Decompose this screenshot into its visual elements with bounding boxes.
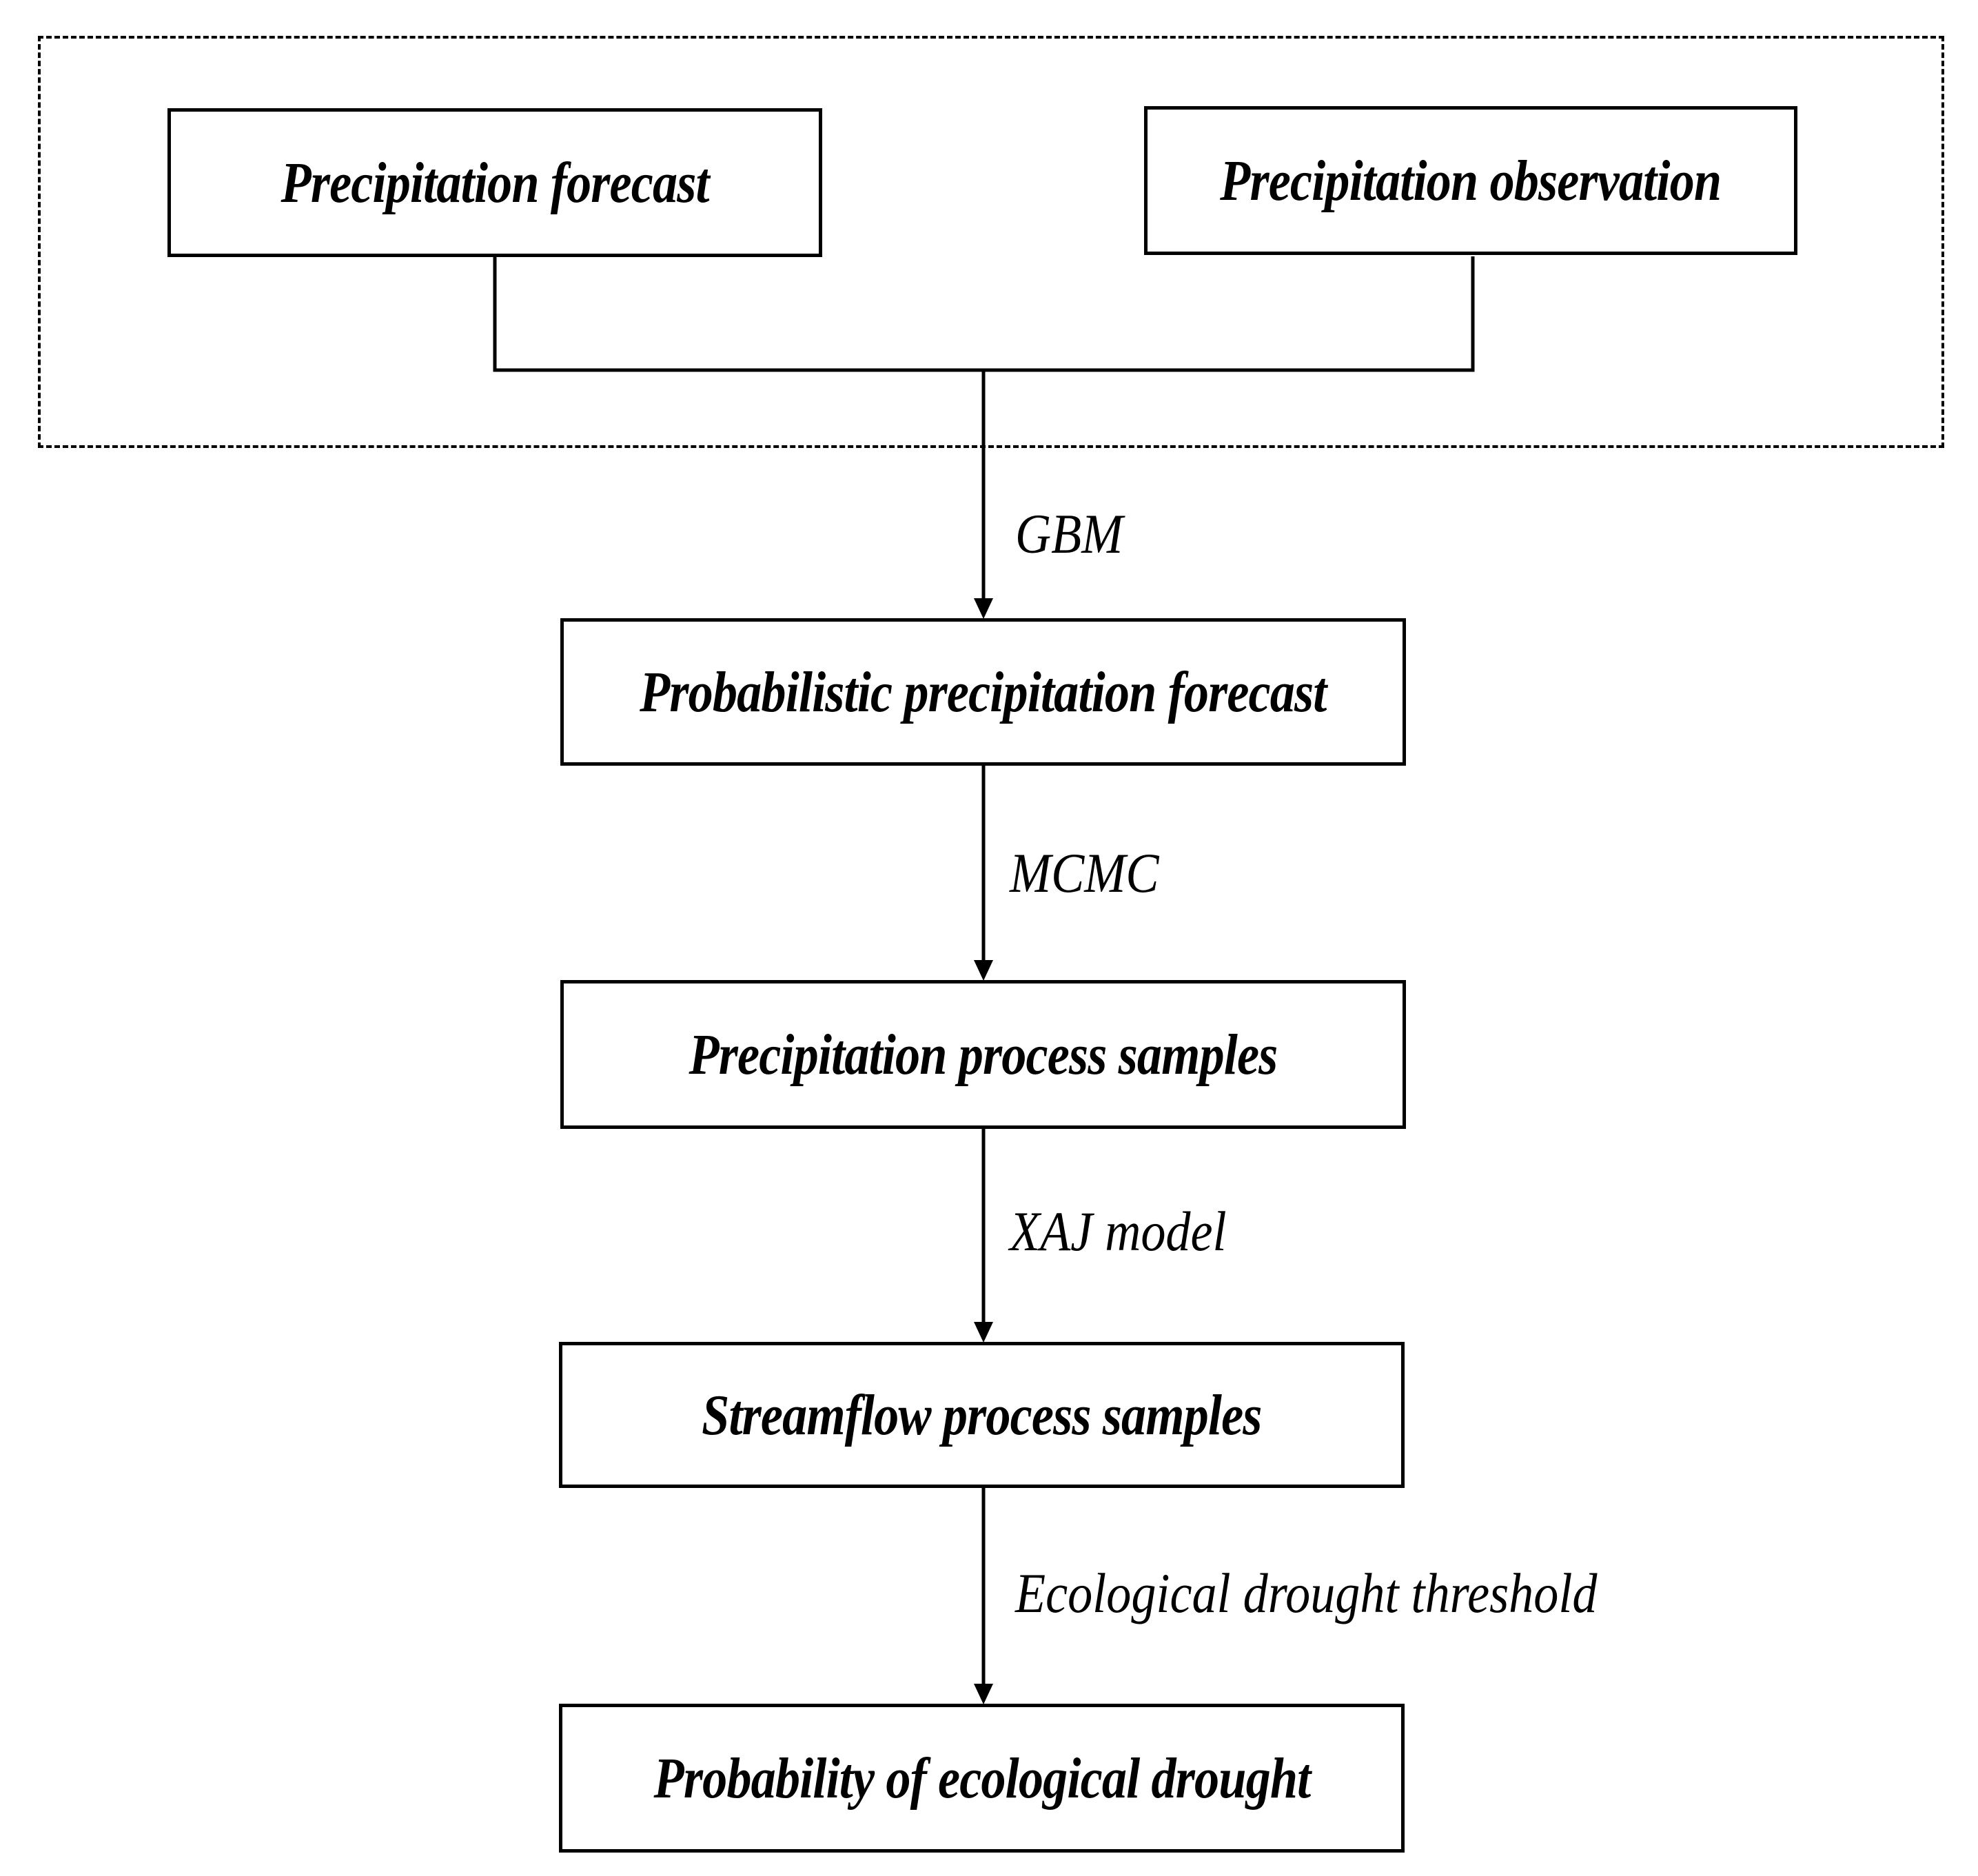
precipitation-observation-label: Precipitation observation — [1220, 148, 1722, 213]
mcmc-edge-label: MCMC — [1010, 842, 1159, 904]
gbm-edge-label: GBM — [1015, 502, 1123, 565]
input-group-frame — [38, 36, 1944, 448]
streamflow-samples-box: Streamflow process samples — [559, 1342, 1405, 1488]
arrowhead-gbm — [974, 598, 993, 619]
merge-connector — [493, 256, 1475, 372]
precipitation-forecast-box: Precipitation forecast — [167, 108, 822, 257]
streamflow-samples-label: Streamflow process samples — [702, 1383, 1262, 1447]
arrowhead-threshold — [974, 1684, 993, 1704]
probabilistic-forecast-box: Probabilistic precipitation forecast — [560, 618, 1406, 766]
drought-probability-label: Probability of ecological drought — [653, 1746, 1311, 1811]
precipitation-samples-label: Precipitation process samples — [689, 1022, 1278, 1087]
precipitation-observation-box: Precipitation observation — [1144, 106, 1797, 255]
precipitation-forecast-label: Precipitation forecast — [281, 150, 709, 215]
xaj-edge-label: XAJ model — [1010, 1200, 1227, 1263]
arrowhead-mcmc — [974, 960, 993, 981]
arrowhead-xaj — [974, 1322, 993, 1343]
precipitation-samples-box: Precipitation process samples — [560, 980, 1406, 1129]
drought-probability-box: Probability of ecological drought — [559, 1704, 1405, 1853]
threshold-edge-label: Ecological drought threshold — [1015, 1562, 1598, 1624]
probabilistic-forecast-label: Probabilistic precipitation forecast — [640, 660, 1327, 724]
